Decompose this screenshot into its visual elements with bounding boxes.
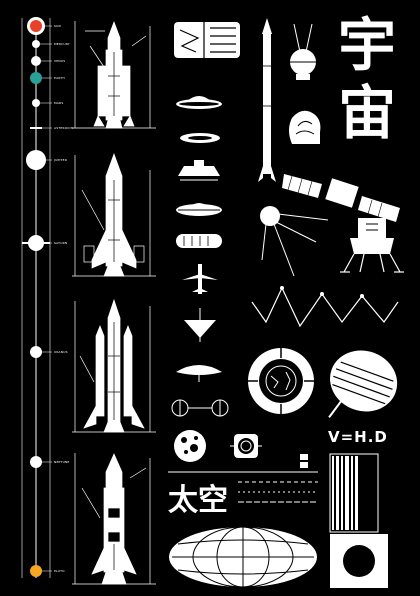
label-saturn: SATURN [54,241,68,245]
label-mars: MARS [54,101,64,105]
lunar-lander [340,218,404,273]
planet-jupiter [26,150,46,170]
rocket-blueprint-2 [72,152,156,277]
headline-kanji-bottom: 宙 [338,79,397,147]
bar-spectrum [329,453,379,533]
info-lines [168,471,318,503]
saturn-ring [22,242,50,244]
satellite [282,174,400,222]
planet-mercury [32,40,40,48]
sun-core [30,20,42,32]
rocket-slim [258,18,276,182]
label-neptune: NEPTUNE [54,460,70,464]
planet-earth [30,72,42,84]
spinning-top [184,308,216,342]
ufo-1 [176,96,222,109]
dumbbell-diagram [171,399,229,417]
rocket-blueprint-1 [72,21,156,129]
porthole-module [230,434,262,458]
label-pluto: PLUTO [54,569,65,573]
globe-grid [169,526,317,588]
planet-pluto [30,565,42,577]
label-asteroids: ASTEROIDS [54,126,74,130]
planet-neptune [30,456,42,468]
label-uranus: URANUS [54,350,68,354]
planet-uranus [30,346,42,358]
ufo-3 [178,160,220,181]
porthole-dial [248,348,314,414]
label-jupiter: JUPITER [54,158,67,162]
capsule-module [174,22,240,58]
planet-venus [31,56,41,66]
subtitle-kanji: 太空 [168,483,228,518]
headline-kanji-top: 宇 [338,11,397,79]
moon [174,430,206,462]
ruler-marks [300,454,308,468]
asteroid-belt [30,127,42,129]
astronaut-head-icon [289,110,321,144]
rocket-blueprint-3 [72,298,156,433]
orbit-trajectory [251,286,399,328]
formula-hubble: V=H.D [328,428,388,446]
label-venus: VENUS [54,59,66,63]
black-sun-frame [330,534,388,588]
sputnik-probe [290,23,316,80]
label-mercury: MERCURY [54,42,70,46]
rocket-blueprint-4 [72,453,156,585]
ufo-5 [176,365,222,382]
planet-sun [27,17,45,35]
airship [176,234,222,248]
reentry-capsule [328,350,398,418]
label-sun: SUN [54,24,61,28]
planet-mars [32,99,40,107]
label-earth: EARTH [54,76,65,80]
sputnik-satellite [260,206,329,277]
ufo-4 [176,203,222,216]
jet-plane [182,264,218,294]
ufo-2 [180,133,220,143]
